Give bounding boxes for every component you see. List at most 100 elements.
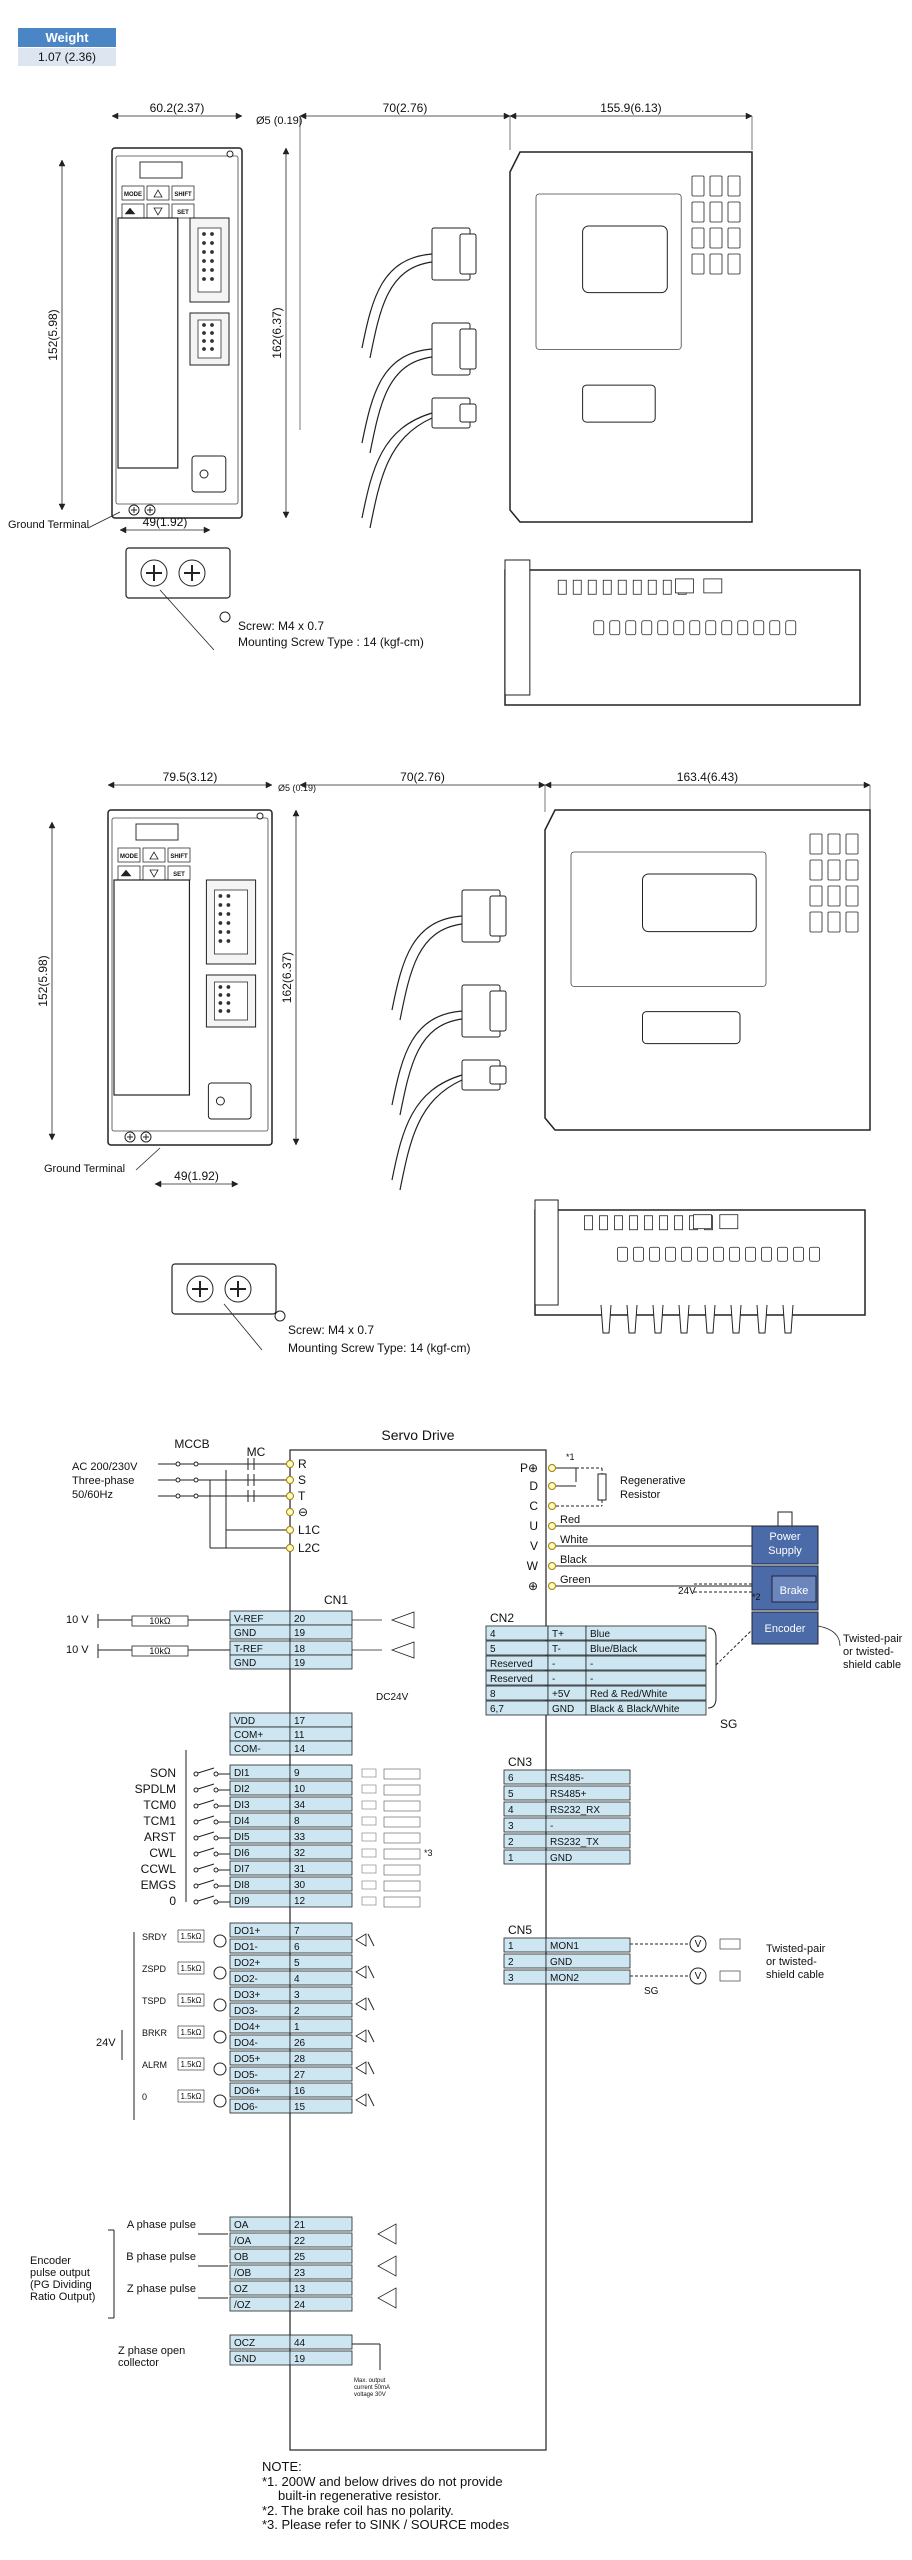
fig2-dim-width-arrow-left-icon [107,781,115,789]
cn2-color-2: - [590,1659,593,1670]
fig2-pin [218,903,223,907]
fig2-fin [827,885,841,907]
do-name-3: DO2- [234,1974,258,1985]
cn5-res-1 [719,1970,741,1982]
fig2-pin [226,939,231,943]
di-name-5: DI6 [234,1848,250,1859]
cn3-sig-5: GND [550,1853,572,1864]
fig1-cable-edge-0 [369,261,433,359]
fig2-pin [226,993,231,997]
fig1-plug-body-0 [459,233,477,275]
fig2-bottom-rj-a [693,1214,712,1230]
do-res-1: 1.5kΩ [180,1964,201,1973]
di-switch-contact [213,1899,219,1905]
fig1-side-label-small [582,384,656,423]
supply-line-1: AC 200/230V [72,1461,138,1473]
motor-terminal-label-4: V [530,1539,538,1553]
motor-encoder-block [751,1611,819,1645]
do-pin-3: 4 [294,1974,300,1985]
ocz-pin-0: 44 [294,2338,306,2349]
fig2-screw-left-cross [192,1281,208,1297]
fig1-dim-depth-cable-arrow-left-icon [299,112,307,120]
power-row-pin-2: 14 [294,1744,306,1755]
fig2-logo-icon [120,869,132,877]
cn2-color-cell-1 [585,1640,707,1656]
di-switch-contact [213,1803,219,1809]
fig1-fin [691,253,705,275]
cn3-sig-cell-3 [545,1817,631,1833]
fig2-side-recess [570,851,767,987]
fig2-bottom-vent [674,1215,683,1231]
di-sink-source-5 [383,1848,421,1860]
notes: NOTE: *1. 200W and below drives do not p… [262,2459,509,2533]
fig1-key-mode-label: MODE [124,192,142,198]
do-pin-cell-11 [289,2098,353,2114]
di-switch-blade [197,1783,215,1790]
di-function-6: CCWL [141,1862,177,1876]
cn5-sg-label: SG [644,1986,659,1997]
fig1-pin [202,277,206,281]
fig2-up-icon [149,851,159,860]
mccb-contact [175,1493,181,1499]
ocz-pin-1: 19 [294,2354,306,2365]
cn3-sig-0: RS485- [550,1773,584,1784]
do-pin-cell-9 [289,2066,353,2082]
power-terminal-5 [286,1544,294,1552]
fig1-side-body [509,151,753,523]
motor-wire-color-0: Red [560,1514,580,1526]
enc-name-3: /OB [234,2268,252,2279]
di-switch-contact [193,1883,199,1889]
fig1-bottom-rj-b [703,578,723,594]
fig1-up-icon [153,189,163,198]
fig2-pin [218,985,223,989]
fig2-pin [226,894,231,898]
fig2-dim-depth-cable-arrow-right-icon [538,781,546,789]
fig2-dim-bottom-arrow-right-icon [231,1180,239,1188]
fig1-fin [709,175,723,197]
fig1-dim-depth-body-arrow-right-icon [745,112,753,120]
z-open-2: collector [118,2357,159,2369]
power-pin-cell-2 [289,1740,353,1756]
fig2-pin [226,1009,231,1013]
fig1-fin [709,227,723,249]
fig1-bottom-slot [769,620,781,636]
twisted1-1: Twisted-pair [843,1633,903,1645]
fig1-ground-leader [87,511,121,529]
enc-line-driver-1 [377,2255,397,2277]
fig1-bottom-vent [572,579,582,595]
fig2-left-window [113,879,191,1096]
di-function-1: SPDLM [135,1782,176,1796]
fig1-bottom-vent [662,579,672,595]
fig1-cn3-port [191,455,227,493]
enc-pin-cell-2 [289,2248,353,2264]
di-optocoupler-1 [361,1784,377,1794]
fig1-pin [210,277,214,281]
cn5-sig-1: GND [550,1957,572,1968]
motor-wire-color-1: White [560,1534,588,1546]
note-star3-mark: *3 [424,1848,433,1858]
fig1-hole [226,150,234,158]
fig2-ground-icon [274,1310,286,1322]
z-open-1: Z phase open [118,2345,185,2357]
do-label-1: ZSPD [142,1964,167,1974]
di-function-0: SON [150,1766,176,1780]
do-res-box-5 [177,2089,205,2103]
fig2-fin [809,859,823,881]
di-switch-contact [213,1819,219,1825]
di-name-4: DI5 [234,1832,250,1843]
di-pin-cell-3 [289,1812,353,1828]
enc-pin-4: 13 [294,2284,306,2295]
do-led-icon [355,1965,367,1979]
fig2-bottom-slot [633,1246,644,1262]
pot-voltage-1: 10 V [66,1644,89,1656]
cn2-color-0: Blue [590,1629,610,1640]
do-res-3: 1.5kΩ [180,2028,201,2037]
power-terminal-label-1: S [298,1473,306,1487]
ocz-name-1: GND [234,2354,256,2365]
fig1-pin [210,232,214,236]
do-name-6: DO4+ [234,2022,261,2033]
cn2-encoder-wire [715,1629,753,1666]
fig2-key-set-label: SET [173,872,185,878]
do-pin-6: 1 [294,2022,300,2033]
fig1-dim-bottom-text: 49(1.92) [143,515,188,529]
